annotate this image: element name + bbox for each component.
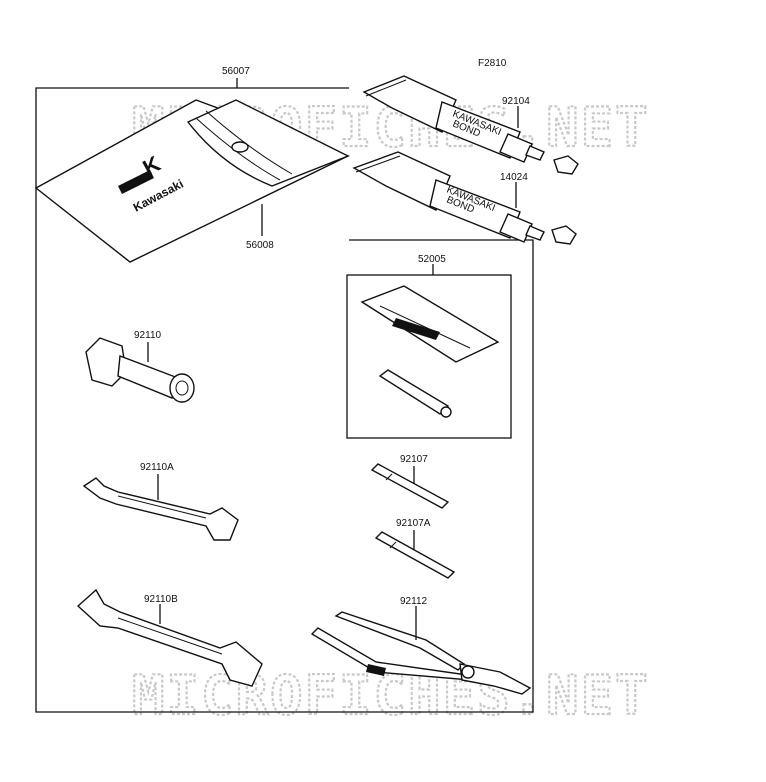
- wrench-large: [76, 588, 263, 687]
- part-label-92112: 92112: [400, 596, 428, 607]
- wrench-small: [82, 477, 239, 541]
- tube-cap-lower: [551, 225, 577, 245]
- part-label-56008: 56008: [246, 240, 274, 251]
- part-label-92107: 92107: [400, 454, 428, 465]
- kit-frame: [35, 87, 534, 713]
- tool-bag: K Kawasaki: [34, 99, 350, 263]
- screwdriver-phillips: [374, 531, 456, 579]
- part-label-92110b: 92110B: [144, 594, 178, 605]
- figure-code: F2810: [478, 58, 507, 69]
- part-label-52005: 52005: [418, 254, 446, 265]
- repair-tool-rod: [378, 369, 452, 418]
- part-label-56007: 56007: [222, 66, 250, 77]
- part-label-14024: 14024: [500, 172, 528, 183]
- bag-button: [231, 141, 249, 153]
- part-label-92107a: 92107A: [396, 518, 431, 529]
- bond-tube-upper: KAWASAKI BOND: [362, 75, 579, 175]
- repair-patch-packet: [360, 285, 500, 363]
- part-label-92110: 92110: [134, 330, 162, 341]
- pliers: [310, 611, 532, 695]
- part-label-92104: 92104: [502, 96, 530, 107]
- tube-cap-upper: [553, 155, 579, 175]
- bond-tube-lower: KAWASAKI BOND: [352, 151, 577, 245]
- plug-wrench: [85, 337, 195, 403]
- repair-kit-frame: [346, 274, 512, 439]
- screwdriver-flat: [370, 463, 450, 509]
- kawasaki-logo-icon: [118, 170, 154, 194]
- part-label-92110a: 92110A: [140, 462, 174, 473]
